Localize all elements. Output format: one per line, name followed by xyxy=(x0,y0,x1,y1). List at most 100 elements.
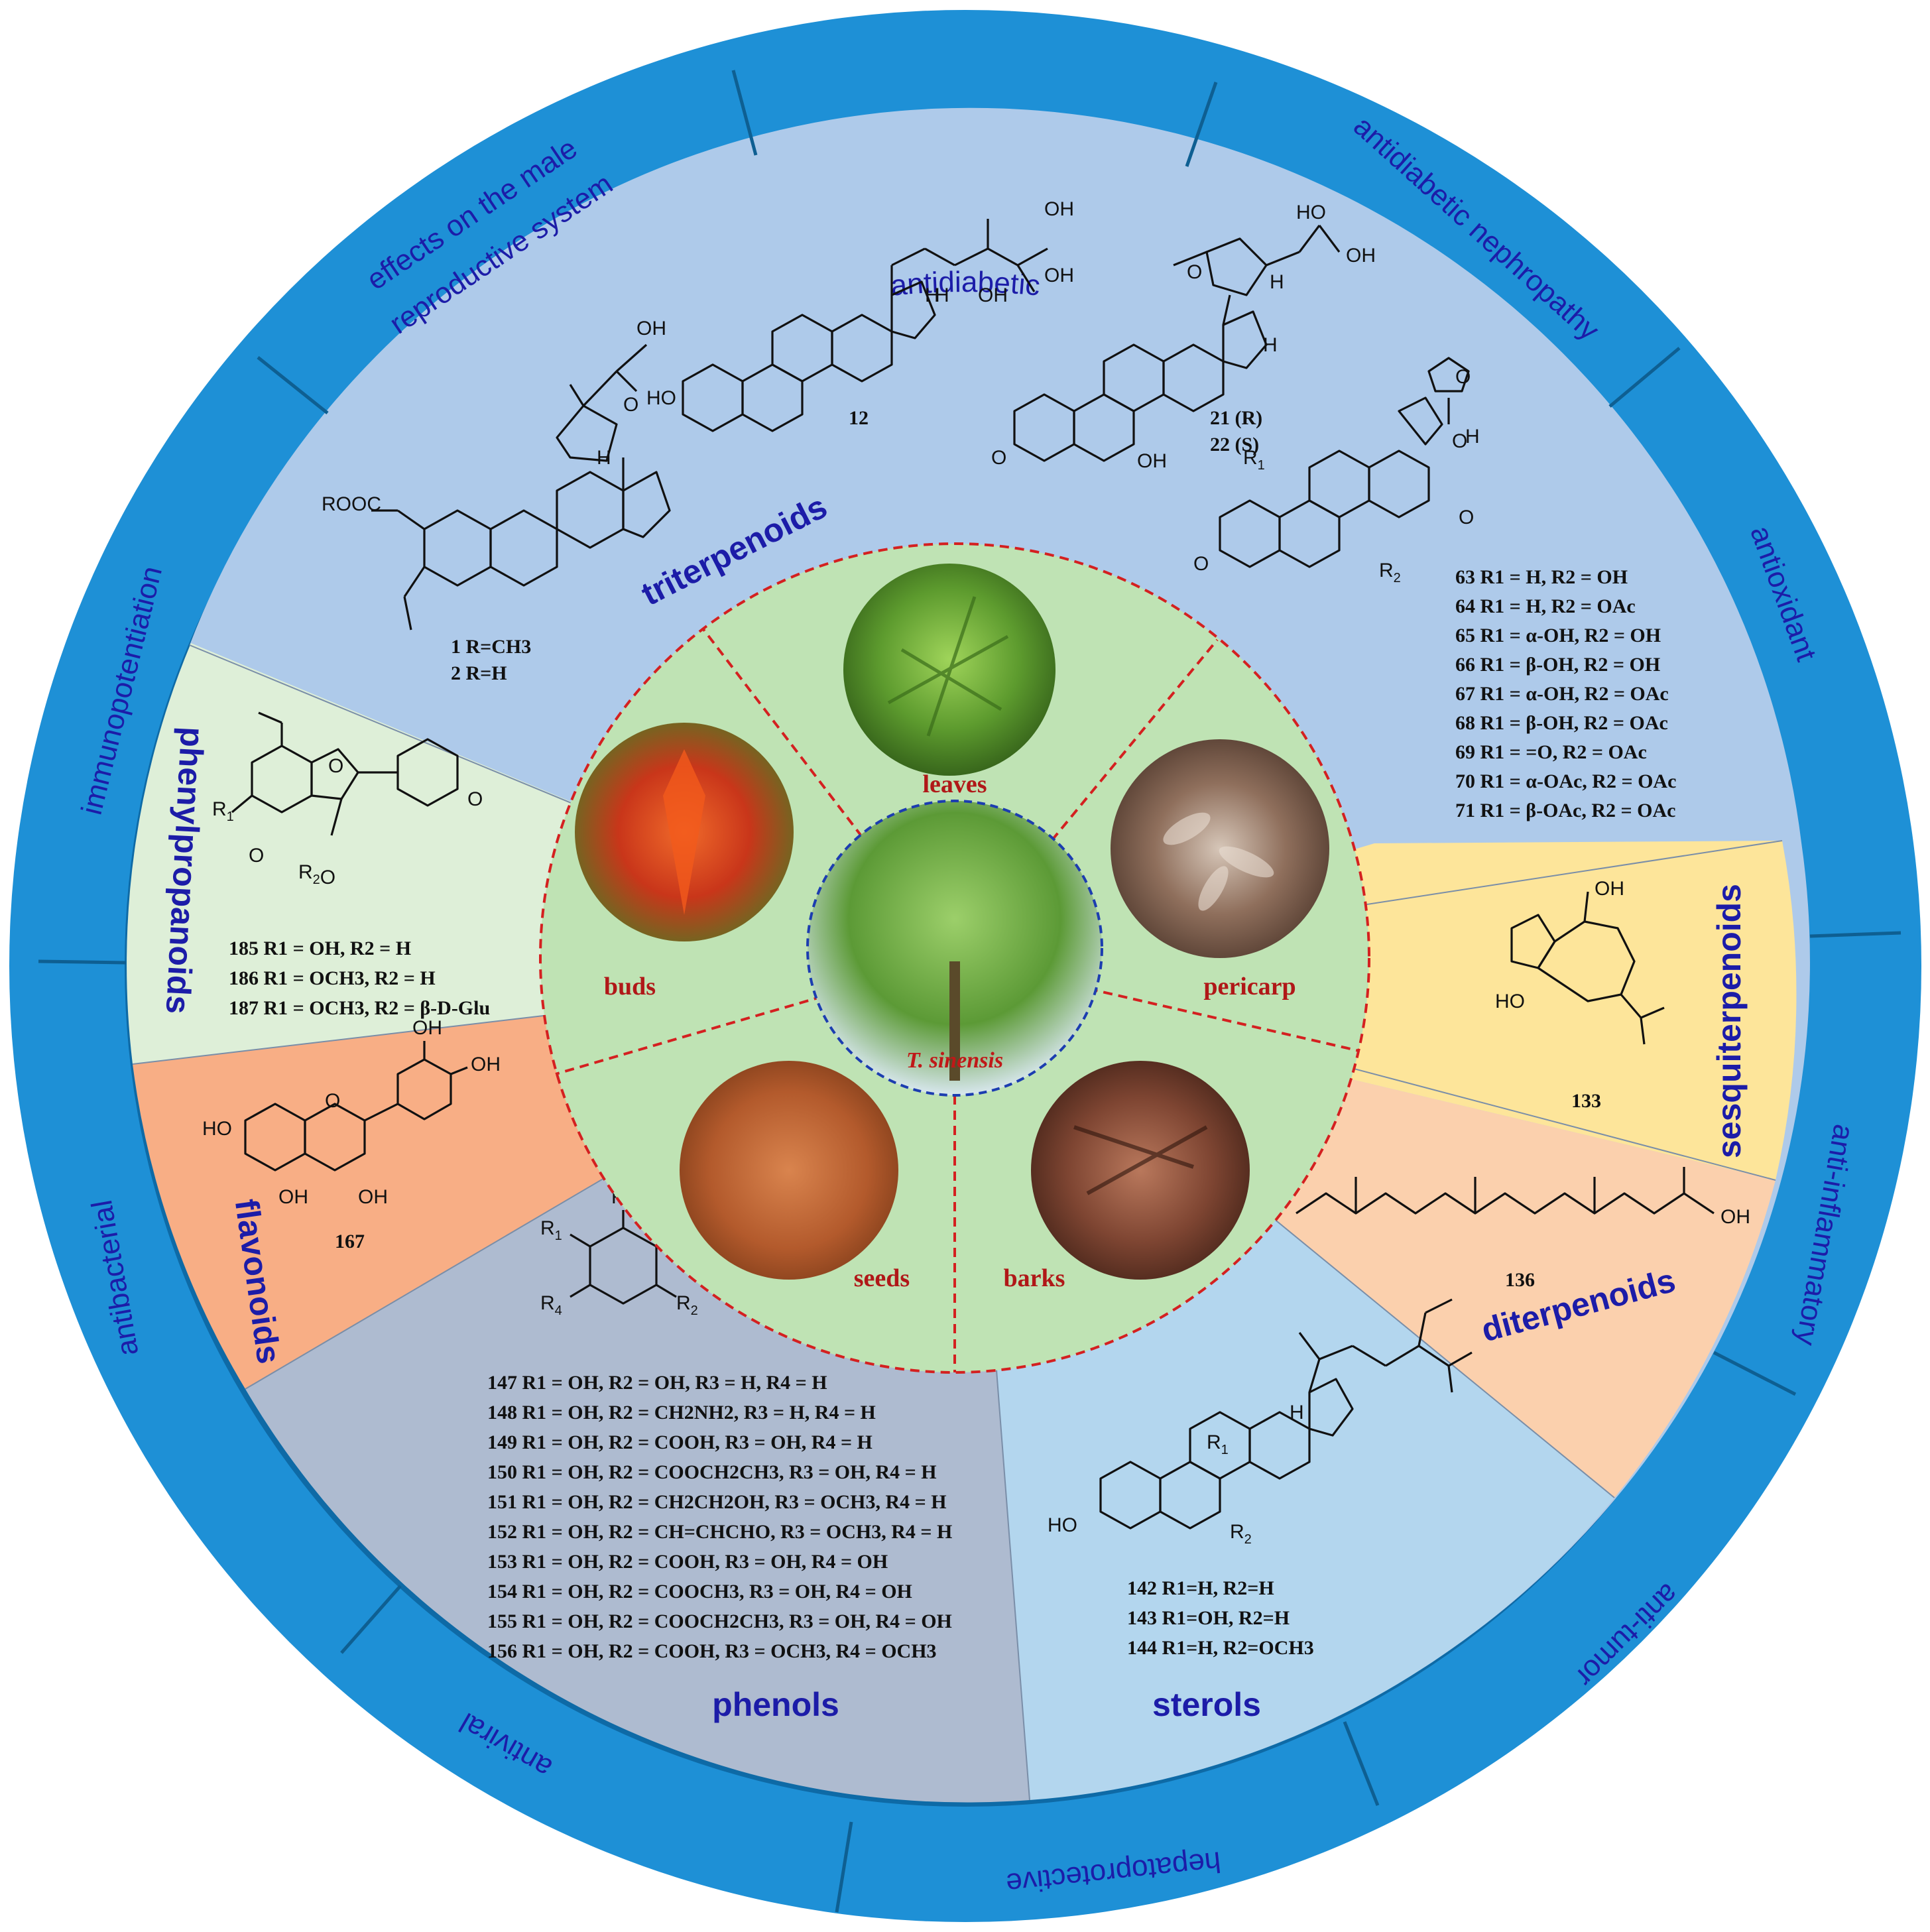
svg-text:O: O xyxy=(249,845,264,867)
barks-photo xyxy=(1031,1061,1250,1280)
compound-list-63: 63 R1 = H, R2 = OH 64 R1 = H, R2 = OAc 6… xyxy=(1455,566,1676,821)
svg-text:antidiabetic: antidiabetic xyxy=(889,266,1042,302)
structure-labels-12: HO OH H H H OH OH 12 xyxy=(646,198,1074,429)
svg-text:O: O xyxy=(991,447,1006,469)
label-compound-136: 136 xyxy=(1505,1269,1535,1291)
class-sterols: sterols xyxy=(1152,1686,1261,1723)
ring-dividers xyxy=(38,70,1901,1913)
center-tree: T. sinensis xyxy=(806,800,1103,1097)
structure-labels-167: HO OH OH OH OH O 167 xyxy=(202,1017,501,1252)
structure-labels-142: HO R1 R2 H 142 R1=H, R2=H 143 R1=OH, R2=… xyxy=(1048,1402,1314,1659)
svg-text:O: O xyxy=(1193,553,1209,575)
svg-text:152 R1 = OH, R2 = CH=CHCHO, R3: 152 R1 = OH, R2 = CH=CHCHO, R3 = OCH3, R… xyxy=(487,1521,952,1543)
svg-text:OH: OH xyxy=(636,318,666,339)
svg-text:OH: OH xyxy=(1044,265,1074,286)
seeds-photo xyxy=(680,1061,898,1280)
structure-phenol-core xyxy=(570,1210,677,1305)
label-leaves: leaves xyxy=(922,770,987,798)
svg-text:OH: OH xyxy=(278,1186,308,1208)
svg-text:153 R1 = OH, R2 = COOH, R3 = O: 153 R1 = OH, R2 = COOH, R3 = OH, R4 = OH xyxy=(487,1551,888,1573)
svg-text:OH: OH xyxy=(1595,878,1624,900)
structure-triterpenoid-21 xyxy=(1013,225,1341,462)
structure-labels-21: O OH O HO OH H H 21 (R) 22 (S) xyxy=(991,202,1376,472)
structure-labels-133: OH HO 133 xyxy=(1495,878,1624,1112)
label-compound-142: 142 R1=H, R2=H xyxy=(1127,1577,1274,1599)
label-compound-1: 1 R=CH3 xyxy=(451,636,531,658)
label-buds: buds xyxy=(604,973,656,1000)
label-compound-2: 2 R=H xyxy=(451,662,507,684)
part-pericarp: pericarp xyxy=(1111,739,1329,1000)
structure-diterpenoid-136 xyxy=(1296,1167,1715,1215)
svg-text:O: O xyxy=(1459,507,1474,528)
label-compound-144: 144 R1=H, R2=OCH3 xyxy=(1127,1637,1314,1659)
center-label: T. sinensis xyxy=(906,1048,1003,1073)
svg-text:O: O xyxy=(467,788,483,810)
svg-text:O: O xyxy=(1187,261,1202,283)
svg-text:H: H xyxy=(1263,334,1278,356)
structure-phenylpropanoid-185 xyxy=(231,711,459,836)
svg-text:66 R1 = β-OH, R2 = OH: 66 R1 = β-OH, R2 = OH xyxy=(1455,654,1660,676)
structure-triterpenoid-12 xyxy=(682,219,1048,432)
label-compound-21: 21 (R) xyxy=(1210,407,1262,429)
svg-text:155 R1 = OH, R2 = COOCH2CH3, R: 155 R1 = OH, R2 = COOCH2CH3, R3 = OH, R4… xyxy=(487,1610,952,1632)
label-pericarp: pericarp xyxy=(1203,973,1296,1000)
svg-text:OH: OH xyxy=(1346,245,1376,267)
class-phenols: phenols xyxy=(712,1686,839,1723)
svg-text:151 R1 = OH, R2 = CH2CH2OH, R3: 151 R1 = OH, R2 = CH2CH2OH, R3 = OCH3, R… xyxy=(487,1491,947,1513)
svg-text:O: O xyxy=(1455,366,1471,388)
svg-text:65 R1 = α-OH, R2 = OH: 65 R1 = α-OH, R2 = OH xyxy=(1455,625,1661,646)
tree-photo xyxy=(806,800,1103,1097)
svg-text:OH: OH xyxy=(1044,198,1074,220)
svg-text:63 R1 = H, R2 = OH: 63 R1 = H, R2 = OH xyxy=(1455,566,1628,588)
svg-text:OH: OH xyxy=(471,1054,501,1075)
label-compound-186: 186 R1 = OCH3, R2 = H xyxy=(229,967,436,989)
svg-text:H: H xyxy=(1270,271,1284,293)
svg-text:O: O xyxy=(1452,430,1467,452)
svg-text:156 R1 = OH, R2 = COOH, R3 = O: 156 R1 = OH, R2 = COOH, R3 = OCH3, R4 = … xyxy=(487,1640,937,1662)
structure-labels-185: R1 O O R2O O 185 R1 = OH, R2 = H 186 R1 … xyxy=(212,755,490,1019)
svg-text:70 R1 = α-OAc, R2 = OAc: 70 R1 = α-OAc, R2 = OAc xyxy=(1455,770,1676,792)
svg-text:O: O xyxy=(328,755,343,777)
svg-text:H: H xyxy=(1465,426,1480,448)
svg-text:OH: OH xyxy=(978,284,1008,306)
structure-sesquiterpenoid-133 xyxy=(1510,891,1665,1045)
svg-text:HO: HO xyxy=(1495,991,1525,1012)
label-compound-143: 143 R1=OH, R2=H xyxy=(1127,1607,1290,1629)
svg-text:64 R1 = H, R2 = OAc: 64 R1 = H, R2 = OAc xyxy=(1455,595,1636,617)
label-barks: barks xyxy=(1004,1264,1065,1292)
svg-text:HO: HO xyxy=(1296,202,1326,223)
class-sesquiterpenoids: sesquiterpenoids xyxy=(1711,884,1748,1158)
structure-sterol-142 xyxy=(1099,1298,1473,1530)
svg-text:154 R1 = OH, R2 = COOCH3, R3 =: 154 R1 = OH, R2 = COOCH3, R3 = OH, R4 = … xyxy=(487,1581,912,1602)
structure-limonoid-63 xyxy=(1219,357,1470,568)
svg-text:H: H xyxy=(925,284,939,306)
svg-text:HO: HO xyxy=(1048,1514,1077,1536)
label-compound-22: 22 (S) xyxy=(1210,434,1259,455)
svg-text:67 R1 = α-OH, R2 = OAc: 67 R1 = α-OH, R2 = OAc xyxy=(1455,683,1669,705)
svg-text:71 R1 = β-OAc, R2 = OAc: 71 R1 = β-OAc, R2 = OAc xyxy=(1455,800,1675,821)
structure-triterpenoid-1 xyxy=(371,343,671,631)
activity-antidiabetic: antidiabetic xyxy=(889,266,1042,302)
svg-text:OH: OH xyxy=(1720,1206,1750,1228)
structure-labels-136: OH 136 xyxy=(1505,1206,1750,1291)
label-compound-185: 185 R1 = OH, R2 = H xyxy=(229,937,411,959)
svg-text:OH: OH xyxy=(358,1186,388,1208)
label-compound-167: 167 xyxy=(335,1231,365,1252)
structure-labels-1: ROOC OH O H 1 R=CH3 2 R=H xyxy=(322,318,666,684)
label-compound-187: 187 R1 = OCH3, R2 = β-D-Glu xyxy=(229,997,490,1019)
svg-text:HO: HO xyxy=(202,1118,232,1140)
svg-text:H: H xyxy=(597,447,611,469)
label-compound-133: 133 xyxy=(1571,1090,1601,1112)
svg-text:150 R1 = OH, R2 = COOCH2CH3, R: 150 R1 = OH, R2 = COOCH2CH3, R3 = OH, R4… xyxy=(487,1461,937,1483)
label-seeds: seeds xyxy=(854,1264,910,1292)
compound-list-phenols: 147 R1 = OH, R2 = OH, R3 = H, R4 = H 148… xyxy=(487,1372,952,1662)
part-leaves: leaves xyxy=(843,564,1055,798)
svg-text:O: O xyxy=(325,1090,340,1112)
svg-text:68 R1 = β-OH, R2 = OAc: 68 R1 = β-OH, R2 = OAc xyxy=(1455,712,1668,734)
svg-text:148 R1 = OH, R2 = CH2NH2, R3 =: 148 R1 = OH, R2 = CH2NH2, R3 = H, R4 = H xyxy=(487,1402,876,1423)
part-buds: buds xyxy=(575,723,794,1000)
svg-text:OH: OH xyxy=(412,1017,442,1039)
svg-text:149 R1 = OH, R2 = COOH, R3 = O: 149 R1 = OH, R2 = COOH, R3 = OH, R4 = H xyxy=(487,1431,873,1453)
svg-text:69 R1 = =O, R2 = OAc: 69 R1 = =O, R2 = OAc xyxy=(1455,741,1647,763)
